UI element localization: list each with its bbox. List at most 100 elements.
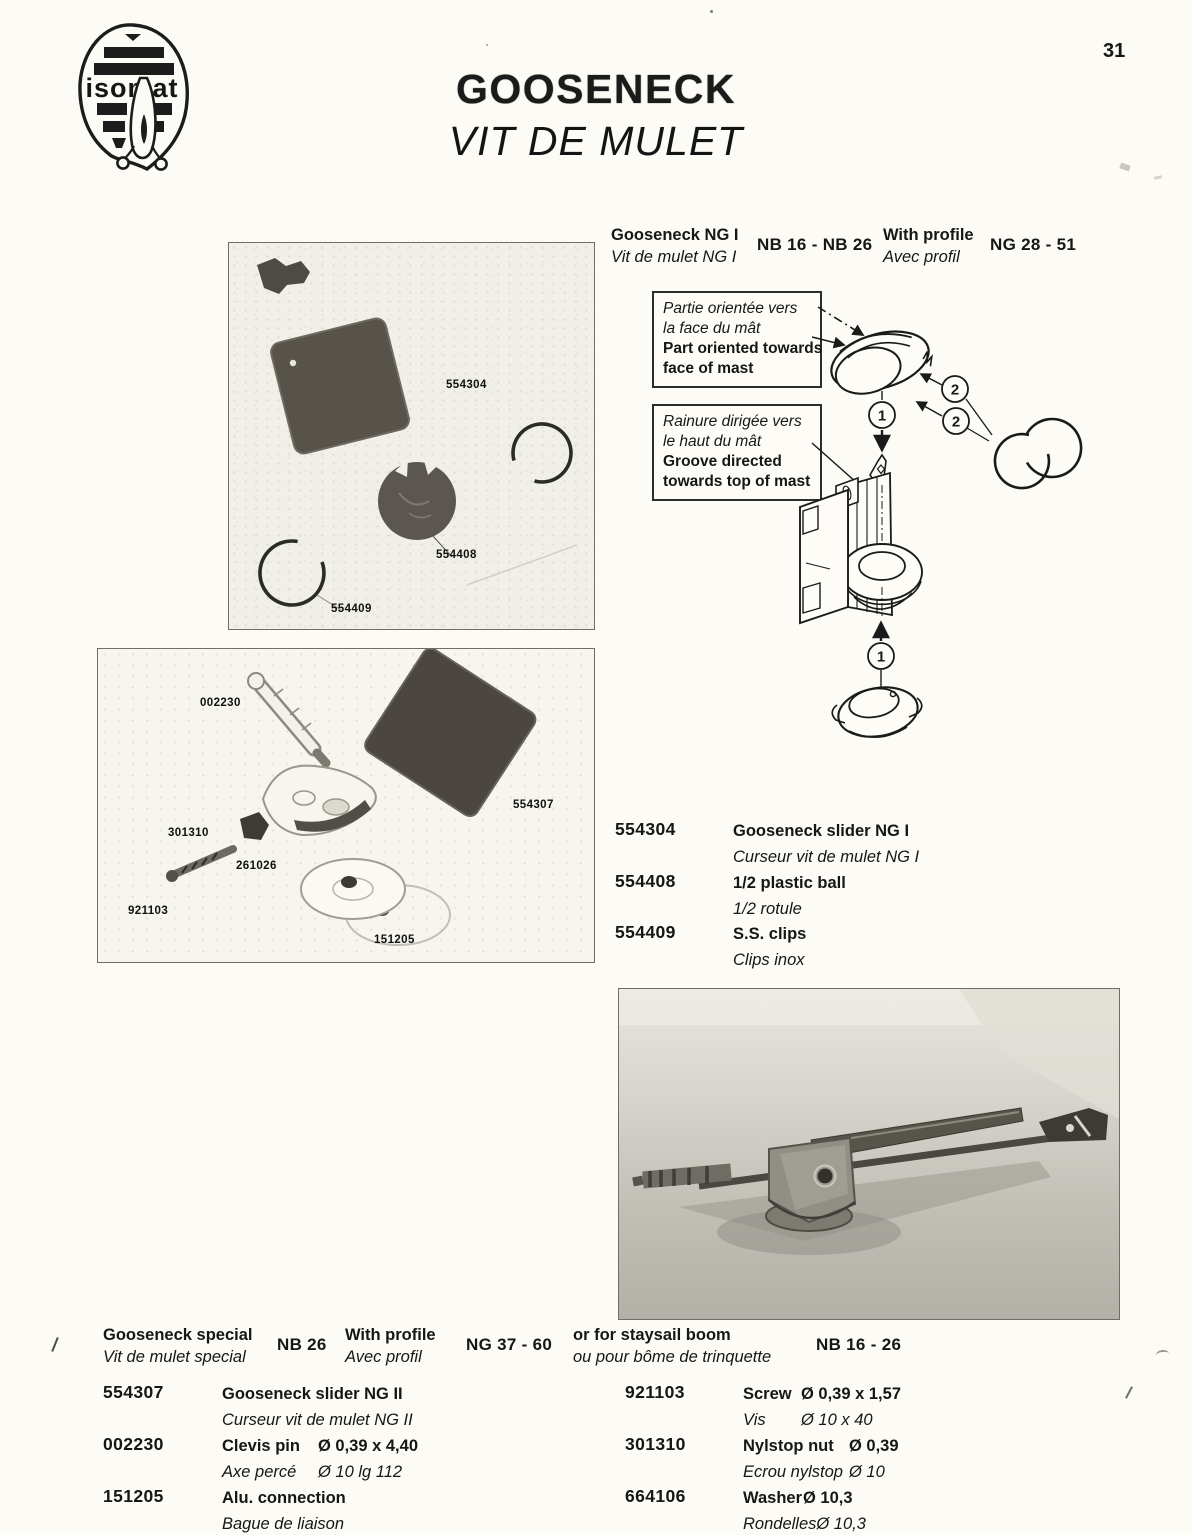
section2-range3: NB 16 - 26 — [816, 1335, 902, 1354]
section1-profile-fr: Avec profil — [883, 248, 960, 266]
part-number: 921103 — [625, 1382, 685, 1402]
part-dim-en: Ø 0,39 — [849, 1437, 899, 1455]
part-number: 554304 — [615, 819, 676, 839]
part-number: 664106 — [625, 1486, 686, 1506]
photo2-label-301310: 301310 — [168, 827, 209, 839]
svg-text:1: 1 — [877, 649, 885, 666]
section2-name-fr: Vit de mulet special — [103, 1348, 246, 1366]
ss-clips-drawing — [993, 417, 1083, 490]
section2-alt-en: or for staysail boom — [573, 1326, 731, 1344]
photo2-graphic — [166, 647, 537, 946]
section2-name-en: Gooseneck special — [103, 1326, 253, 1344]
photo2-label-921103: 921103 — [128, 905, 169, 917]
section1-name-en: Gooseneck NG I — [611, 226, 739, 244]
part-desc-fr: Curseur vit de mulet NG I — [733, 848, 920, 866]
section1-name-fr: Vit de mulet NG I — [611, 248, 737, 266]
part-dim-en: Ø 0,39 x 4,40 — [318, 1437, 418, 1455]
slider-part-554307 — [365, 648, 536, 817]
photo1-label-554408: 554408 — [436, 549, 477, 561]
exploded-diagram-graphic: 2 2 1 — [799, 306, 1083, 738]
part-row-554304: 554304 Gooseneck slider NG I Curseur vit… — [615, 818, 1075, 870]
photo2-label-261026: 261026 — [236, 860, 277, 872]
part-desc-en: Gooseneck slider NG I — [733, 822, 910, 840]
part-dim-en: Ø 0,39 x 1,57 — [801, 1385, 901, 1403]
section1-profile-en: With profile — [883, 226, 974, 244]
callout-face-of-mast: Partie orientée vers la face du mât Part… — [652, 291, 822, 388]
gooseneck-body-part — [261, 764, 377, 837]
part-desc-fr: Curseur vit de mulet NG II — [222, 1411, 413, 1429]
photo-slider-ng2-parts: 002230 554307 301310 261026 921103 15120… — [97, 647, 595, 963]
scan-artifact — [51, 1337, 59, 1352]
part-desc-fr: Bague de liaison — [222, 1515, 345, 1533]
marker-1b: 1 — [867, 642, 895, 670]
part-desc-en: S.S. clips — [733, 925, 807, 943]
screw-part-921103 — [166, 845, 237, 882]
isomat-logo-graphic: isomat — [78, 23, 189, 171]
photo1-label-554304: 554304 — [446, 379, 487, 391]
boom-right-end — [1039, 1108, 1108, 1142]
marker-2b: 2 — [942, 407, 970, 435]
part-row-151205: 151205 Alu. connection Bague de liaison — [103, 1485, 563, 1535]
part-desc-en: Alu. connection — [222, 1489, 346, 1507]
part-number: 301310 — [625, 1434, 686, 1454]
gooseneck-body-drawing — [799, 453, 923, 625]
isomat-logo: isomat — [68, 18, 198, 178]
svg-text:1: 1 — [878, 408, 886, 425]
part-row-664106: 664106 WasherØ 10,3 RondellesØ 10,3 — [625, 1485, 1085, 1535]
small-clip-part — [257, 258, 310, 294]
center-bracket — [768, 1136, 857, 1224]
photo3-graphic — [619, 989, 1119, 1255]
callout1-en-line1: Part oriented towards — [663, 340, 823, 357]
callout-top-of-mast: Rainure dirigée vers le haut du mât Groo… — [652, 404, 822, 501]
marker-2a: 2 — [941, 375, 969, 403]
part-row-554307: 554307 Gooseneck slider NG II Curseur vi… — [103, 1381, 563, 1433]
part-dim-en: Ø 10,3 — [803, 1489, 853, 1507]
section2-profile-fr: Avec profil — [345, 1348, 422, 1366]
part-desc-fr: Clips inox — [733, 951, 805, 969]
slider-part-554304 — [271, 318, 409, 454]
section1-profile: With profile Avec profil — [883, 224, 974, 268]
boom-left-fitting — [632, 1163, 732, 1189]
part-desc-fr: 1/2 rotule — [733, 900, 802, 918]
scan-artifact — [486, 44, 488, 46]
alu-connection-part-151205 — [300, 858, 451, 946]
half-ball-top — [830, 330, 933, 395]
section2-name: Gooseneck special Vit de mulet special — [103, 1324, 253, 1368]
part-desc-fr: Axe percé — [222, 1463, 297, 1481]
scan-artifact — [1155, 1349, 1170, 1360]
part-desc-en: Washer — [743, 1489, 802, 1507]
section2-alt: or for staysail boom ou pour bôme de tri… — [573, 1324, 771, 1368]
photo-slider-ng1-parts: 554304 554408 554409 — [228, 242, 595, 630]
scan-artifact — [1125, 1386, 1133, 1399]
half-ball-bottom — [831, 686, 923, 738]
photo-gooseneck-assembly — [618, 988, 1120, 1320]
section1-name: Gooseneck NG I Vit de mulet NG I — [611, 224, 738, 268]
scan-artifact — [1153, 175, 1163, 180]
photo1-graphic — [257, 258, 578, 611]
part-desc-en: Clevis pin — [222, 1437, 300, 1455]
part-row-554409: 554409 S.S. clips Clips inox — [615, 921, 1075, 973]
marker-1a: 1 — [868, 401, 896, 429]
svg-text:2: 2 — [952, 414, 960, 431]
svg-text:2: 2 — [951, 382, 959, 399]
section2-profile: With profile Avec profil — [345, 1324, 436, 1368]
page-number: 31 — [1103, 40, 1126, 62]
callout1-en-line2: face of mast — [663, 360, 754, 377]
page-subtitle: VIT DE MULET — [448, 118, 744, 164]
callout2-fr-line2: le haut du mât — [663, 433, 762, 450]
part-desc-en: Nylstop nut — [743, 1437, 834, 1455]
section2-range1: NB 26 — [277, 1335, 327, 1354]
photo2-label-151205: 151205 — [374, 934, 415, 946]
part-number: 554408 — [615, 871, 676, 891]
part-desc-en: 1/2 plastic ball — [733, 874, 846, 892]
section2-alt-fr: ou pour bôme de trinquette — [573, 1348, 772, 1366]
scan-artifact — [710, 10, 713, 13]
ss-clip-right — [511, 422, 573, 484]
boom-lower-rod — [698, 1134, 1053, 1190]
page-title: GOOSENECK — [455, 66, 737, 112]
part-desc-en: Gooseneck slider NG II — [222, 1385, 403, 1403]
nylstop-nut-part-301310 — [240, 812, 269, 840]
callout2-fr-line1: Rainure dirigée vers — [663, 413, 802, 430]
